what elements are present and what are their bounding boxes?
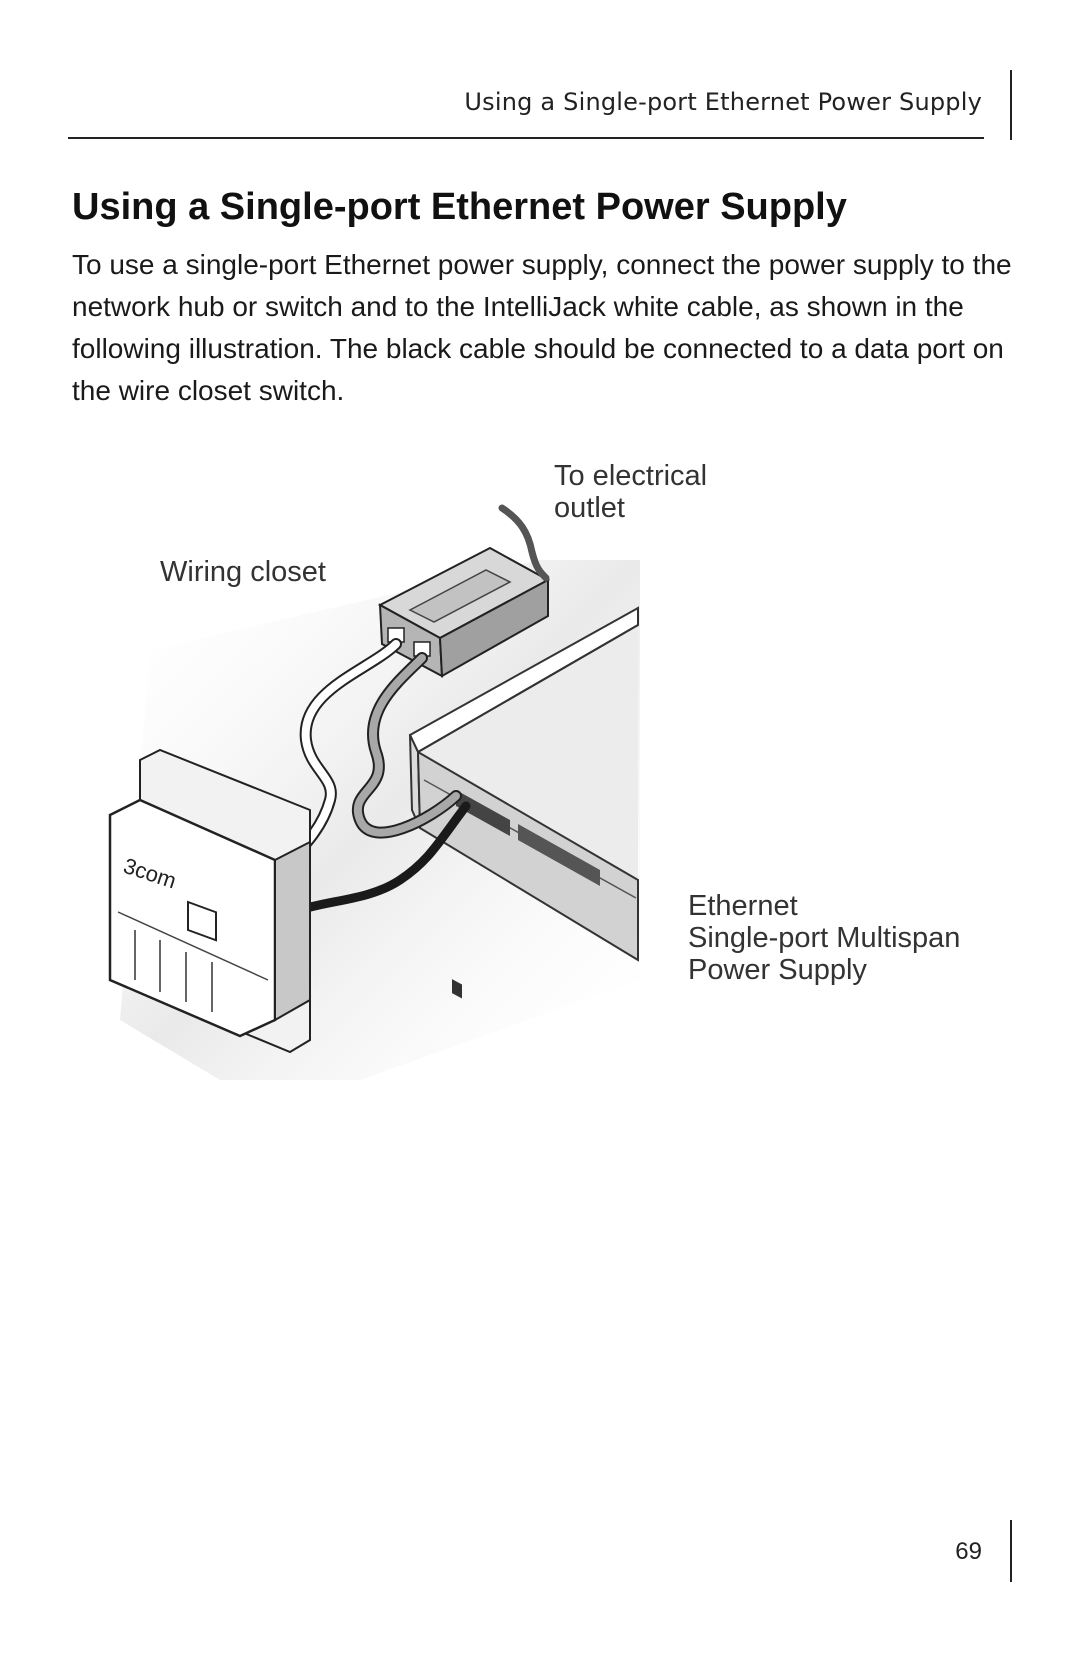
body-paragraph: To use a single-port Ethernet power supp… [72, 249, 1012, 406]
illustration-drawing: 3com [108, 504, 640, 1080]
callout-supply-line-2: Single-port Multispan [688, 922, 961, 954]
callout-electrical-outlet: To electrical outlet [554, 460, 774, 524]
black-cable [295, 801, 471, 915]
callout-outlet-line-2: outlet [554, 492, 625, 524]
callout-outlet-line-1: To electrical [554, 460, 708, 492]
white-cable [278, 640, 400, 874]
callout-power-supply: Ethernet Single-port Multispan Power Sup… [688, 890, 1008, 986]
callout-supply-line-3: Power Supply [688, 954, 867, 986]
connection-illustration: 3com To electrical outlet Wiring closet … [100, 440, 1040, 1140]
page-title: Using a Single-port Ethernet Power Suppl… [72, 186, 847, 228]
header-rule [68, 137, 984, 139]
callout-wiring-closet: Wiring closet [160, 556, 326, 588]
running-header: Using a Single-port Ethernet Power Suppl… [464, 88, 982, 116]
page-edge-mark-bottom [1010, 1520, 1012, 1582]
network-switch [408, 606, 639, 999]
intellijack-unit: 3com [108, 748, 311, 1054]
page-edge-mark-top [1010, 70, 1012, 140]
grey-cable [353, 654, 460, 837]
page-number: 69 [955, 1538, 982, 1565]
callout-supply-line-1: Ethernet [688, 890, 798, 922]
power-cord [498, 504, 550, 582]
